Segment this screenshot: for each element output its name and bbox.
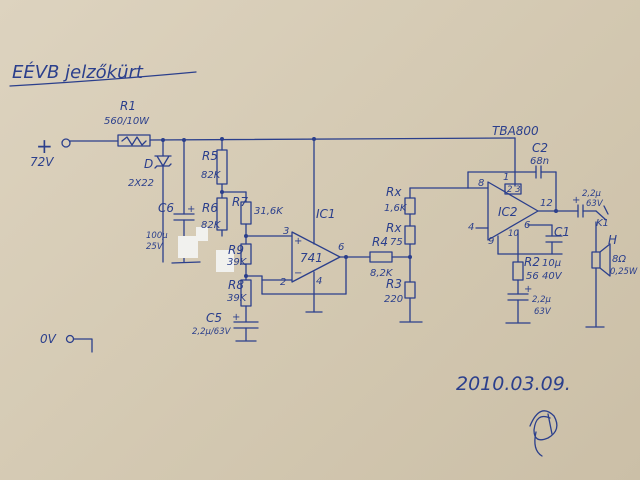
tape-patch [178, 236, 198, 258]
ic1-minus: − [294, 268, 302, 279]
date: 2010.03.09. [456, 373, 571, 395]
ic2-pin6: 6 [524, 220, 530, 231]
speaker-cone [599, 243, 611, 277]
r6-value: 82K [201, 220, 222, 231]
r3-label: R3 [386, 277, 402, 291]
ic1-opamp [291, 231, 341, 283]
ic2-pin12: 12 [540, 198, 553, 209]
r9-label: R9 [228, 243, 244, 257]
r1-zigzag [121, 136, 147, 146]
r2-value-1: 56 [526, 271, 539, 282]
ground-bar [171, 261, 201, 264]
c2-label: C2 [532, 141, 548, 155]
k1-label: K1 [596, 218, 609, 229]
h-value-2: 0,25W [610, 267, 638, 277]
ic2-pins-2-3 [504, 183, 522, 195]
k1-switch [595, 205, 609, 221]
r8-value: 39K [227, 293, 248, 304]
rx1-resistor [404, 197, 416, 215]
r3-resistor [404, 281, 416, 299]
r5-label: R5 [202, 149, 218, 163]
ic1-label: IC1 [316, 207, 336, 221]
ic1-pin6: 6 [338, 242, 344, 253]
rx2-value: 75 [390, 237, 403, 248]
ic2-pin10: 10 [508, 229, 519, 239]
r4-label: R4 [372, 235, 388, 249]
c4-value-1: 2,2µ [582, 189, 602, 199]
c5-plus: + [232, 312, 240, 323]
r7-label: R7 [232, 195, 248, 209]
c5-label: C5 [206, 311, 222, 325]
supply-terminal [61, 138, 71, 148]
rx1-label: Rx [386, 185, 402, 199]
r2-label: R2 [524, 255, 540, 269]
c4-value-2: 63V [586, 199, 604, 209]
c6-value-1: 100µ [146, 231, 168, 241]
h-label: H [608, 233, 617, 247]
ic2-pin1: 1 [503, 172, 509, 183]
r1-label: R1 [120, 99, 136, 113]
r4-value: 8,2K [370, 268, 394, 279]
ic2-label: IC2 [498, 205, 518, 219]
tba800-label: TBA800 [492, 124, 539, 138]
r7-value: 31,6K [254, 206, 284, 217]
d-label: D [144, 157, 153, 171]
title-underline [9, 71, 197, 87]
ground-wire [73, 338, 93, 353]
r6-label: R6 [202, 201, 218, 215]
signature [529, 410, 558, 457]
ground-terminal [65, 334, 75, 344]
c6-label: C6 [158, 201, 174, 215]
ic2-amplifier [487, 181, 539, 241]
c4-plus: + [572, 195, 580, 206]
c3-value-2: 63V [534, 307, 552, 317]
title: EÉVB jelzőkürt [12, 61, 144, 83]
c2-value: 68n [530, 156, 549, 167]
ic1-chip: 741 [300, 251, 323, 265]
c5-value: 2,2µ/63V [192, 327, 232, 337]
c3-value-1: 2,2µ [532, 295, 552, 305]
d-value: 2X22 [128, 178, 154, 189]
ic1-plus: + [294, 236, 302, 247]
r1-value: 560/10W [104, 116, 150, 127]
ground-label: 0V [40, 332, 57, 346]
tape-patch [216, 250, 234, 272]
c6-plus: + [187, 204, 195, 215]
ic1-pin2: 2 [280, 277, 286, 288]
rx2-label: Rx [386, 221, 402, 235]
c3-plus: + [524, 284, 532, 295]
rx2-resistor [404, 225, 416, 245]
ic1-pin4: 4 [316, 276, 322, 287]
positive-rail [149, 137, 516, 141]
ic2-pin9: 9 [488, 236, 494, 247]
r2-value-2: 40V [542, 271, 563, 282]
ic2-pin8: 8 [478, 178, 484, 189]
h-value-1: 8Ω [612, 254, 626, 265]
supply-plus: + [36, 134, 53, 158]
c6-value-2: 25V [146, 242, 164, 252]
r5-value: 82K [201, 170, 222, 181]
supply-voltage: 72V [30, 155, 54, 169]
c1-label: C1 [554, 225, 570, 239]
r9-value: 39K [227, 257, 248, 268]
r8-label: R8 [228, 278, 244, 292]
r3-value: 220 [384, 294, 403, 305]
r4-resistor [369, 251, 393, 263]
ic2-pin23: 2 3 [507, 185, 521, 195]
ic2-pin4: 4 [468, 222, 474, 233]
speaker-body [591, 251, 601, 269]
ic1-pin3: 3 [283, 226, 289, 237]
tape-patch [196, 227, 208, 241]
rx1-value: 1,6K [384, 203, 408, 214]
c1-value: 10µ [542, 258, 561, 269]
junction [554, 209, 558, 213]
r2-resistor [512, 261, 524, 281]
